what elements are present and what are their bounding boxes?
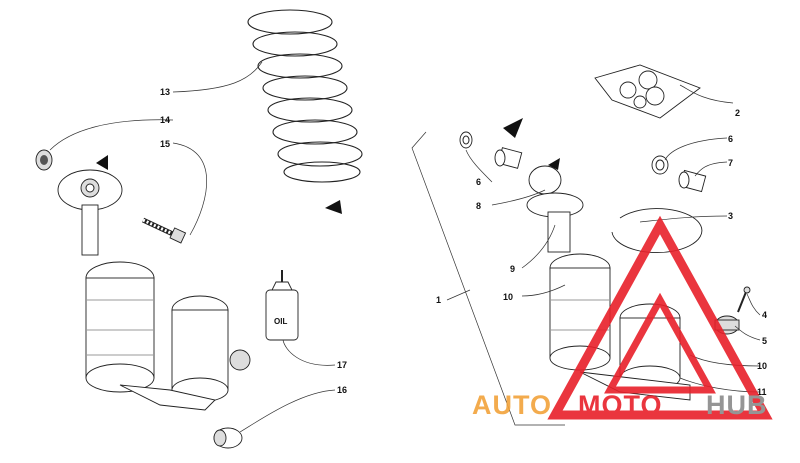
screw-4 — [737, 286, 751, 313]
direction-arrow-icon — [503, 118, 523, 138]
part-label: 11 — [757, 387, 767, 397]
part-label: 16 — [337, 385, 347, 395]
watermark-text-auto: AUTO — [472, 390, 552, 420]
bolt-15 — [141, 217, 187, 244]
watermark-text-hub: HUB — [706, 390, 768, 420]
leader-line-13 — [172, 61, 263, 93]
part-label: 6 — [476, 177, 481, 187]
part-label: 10 — [757, 361, 767, 371]
leader-line-8 — [491, 189, 546, 206]
leader-line-11 — [689, 354, 761, 367]
leader-line-5 — [734, 325, 761, 341]
leader-line-3 — [639, 215, 728, 223]
watermark-triangle-icon — [547, 215, 773, 420]
leader-line-4 — [746, 293, 761, 316]
leader-line-17 — [282, 339, 336, 366]
bushing-14 — [35, 149, 53, 171]
direction-arrow-icon — [325, 200, 342, 214]
watermark-triangle-icon — [604, 292, 716, 394]
bushing-7 — [678, 169, 707, 193]
leader-line-16 — [239, 389, 336, 433]
leader-line-2 — [679, 84, 734, 104]
part-label: 15 — [160, 139, 170, 149]
direction-arrow-icon — [548, 158, 560, 170]
part-label: 3 — [728, 211, 733, 221]
part-label: 7 — [728, 158, 733, 168]
part-label: 8 — [476, 201, 481, 211]
coil-spring-13 — [247, 9, 363, 214]
leader-line-6a — [465, 149, 493, 183]
part-label: 13 — [160, 87, 170, 97]
leader-line-6b — [664, 137, 728, 161]
part-label: 6 — [728, 134, 733, 144]
oil-bottle-17: OIL — [265, 270, 299, 341]
leader-line-14 — [49, 119, 174, 151]
assembly-bracket-1 — [411, 131, 565, 426]
part-label: 10 — [503, 292, 513, 302]
watermark-logo: AUTO MOTO HUB — [472, 215, 773, 420]
leader-line-9 — [521, 224, 556, 269]
leader-line-7 — [694, 161, 728, 177]
shock-absorber-left — [57, 169, 251, 411]
part-label: 1 — [436, 295, 441, 305]
leader-line-15 — [172, 142, 207, 236]
direction-arrow-icon — [96, 155, 108, 170]
leader-line-10 — [521, 284, 566, 297]
shock-absorber-right — [526, 165, 691, 401]
oil-bottle-label: OIL — [274, 317, 287, 326]
part-label: 9 — [510, 264, 515, 274]
part-label: 2 — [735, 108, 740, 118]
bushing-8 — [494, 147, 523, 169]
seal-kit-2 — [594, 64, 701, 119]
watermark-text-moto: MOTO — [578, 390, 663, 420]
part-label: 17 — [337, 360, 347, 370]
part-label: 4 — [762, 310, 767, 320]
part-label: 14 — [160, 115, 170, 125]
part-label: 5 — [762, 336, 767, 346]
bushing-16 — [213, 427, 243, 449]
